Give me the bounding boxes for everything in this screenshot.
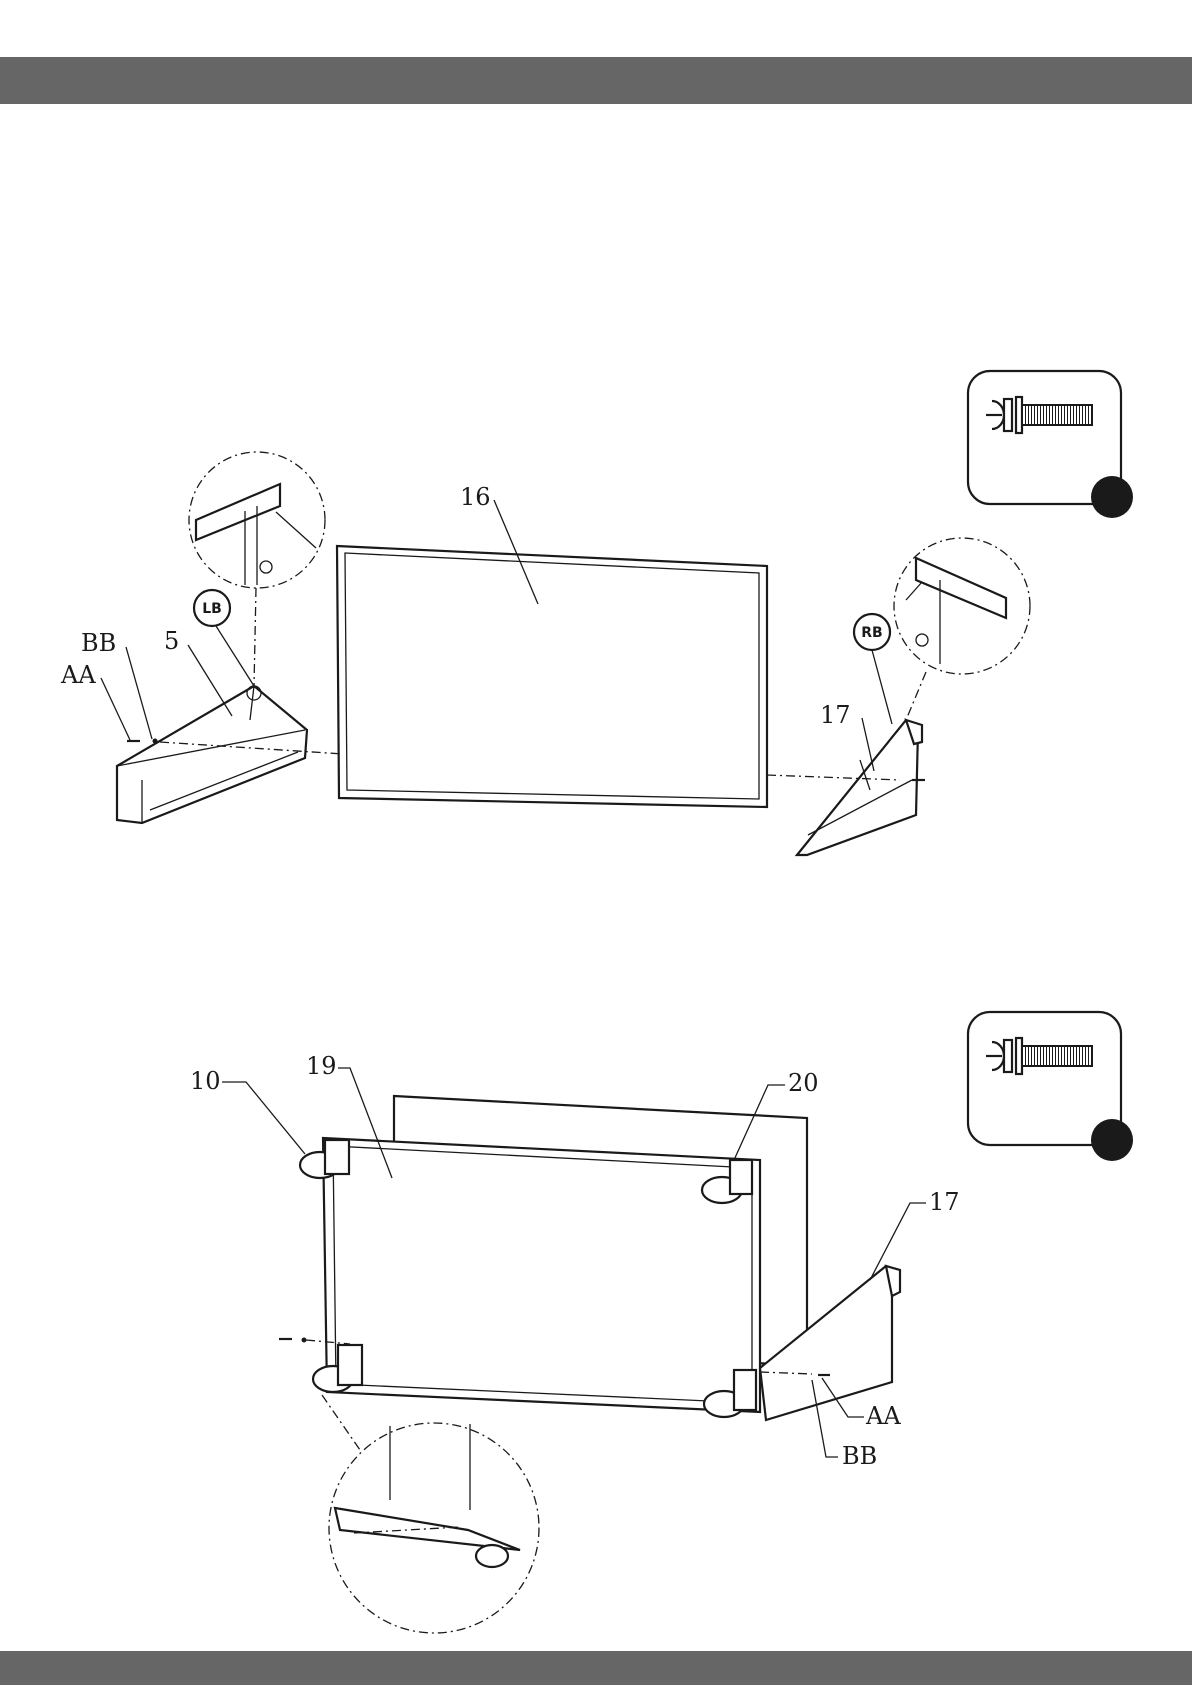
svg-text:LB: LB xyxy=(202,601,222,617)
label-bb-step1: BB xyxy=(81,629,116,657)
detail-circle-right xyxy=(894,538,1030,720)
badge-rb: RB xyxy=(854,614,890,650)
right-bracket-17 xyxy=(797,720,922,855)
label-aa-step1: AA xyxy=(60,661,96,689)
label-20: 20 xyxy=(788,1069,819,1097)
label-10: 10 xyxy=(190,1067,221,1095)
label-19: 19 xyxy=(306,1052,337,1080)
label-17-step2: 17 xyxy=(929,1188,960,1216)
label-16: 16 xyxy=(460,483,491,511)
caster-front-left xyxy=(300,1140,349,1178)
step2-hardware-box xyxy=(968,1012,1133,1161)
footer-bar xyxy=(0,1651,1192,1685)
step1-hardware-box xyxy=(968,371,1133,518)
badge-lb: LB xyxy=(194,590,230,626)
label-aa-step2: AA xyxy=(865,1402,901,1430)
label-bb-step2: BB xyxy=(842,1442,877,1470)
bolt-with-washer-icon xyxy=(1091,1119,1133,1161)
panel-16 xyxy=(337,546,767,807)
detail-circle-left xyxy=(189,452,325,686)
svg-text:RB: RB xyxy=(861,625,882,641)
left-bracket-5 xyxy=(117,686,307,823)
bolt-with-washer-icon xyxy=(1091,476,1133,518)
label-17-step1: 17 xyxy=(820,701,851,729)
label-5: 5 xyxy=(164,627,179,655)
base-frame-19 xyxy=(323,1138,760,1412)
detail-circle-bottom xyxy=(322,1395,539,1633)
caster-back-left xyxy=(313,1345,362,1392)
